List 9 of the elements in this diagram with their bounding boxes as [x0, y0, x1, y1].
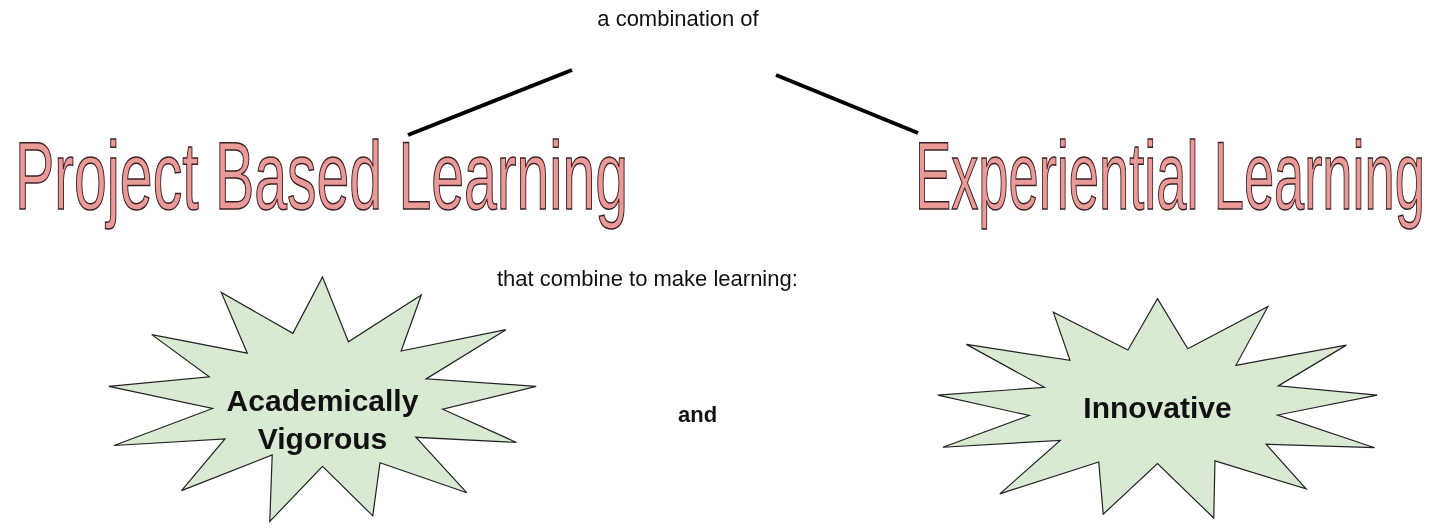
connector-line [775, 73, 919, 135]
starburst-text: Academically Vigorous [225, 383, 420, 457]
conjunction-text: and [678, 402, 718, 428]
outlined-title: Experiential Learning [915, 128, 1425, 228]
caption-text: a combination of [540, 6, 816, 40]
starburst-text: Innovative [1082, 390, 1233, 426]
caption-text: that combine to make learning: [497, 266, 798, 292]
connector-line [407, 68, 573, 137]
outlined-title: Project Based Learning [15, 128, 628, 228]
